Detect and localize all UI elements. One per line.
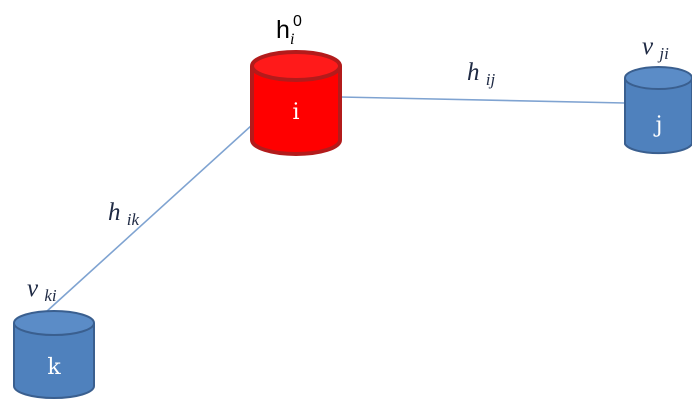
node-j-top [624, 66, 692, 90]
node-i-body [250, 66, 342, 156]
label-v-ki-sub: ki [44, 286, 57, 305]
node-i-label: i [292, 100, 299, 125]
label-h-i-0-base: h [276, 16, 290, 44]
label-v-ki-base: v [27, 275, 39, 302]
label-h-i-0-sub: i [290, 31, 294, 48]
node-j-label: j [653, 113, 663, 138]
edge-i-k [45, 124, 253, 313]
label-v-ji-base: v [642, 33, 654, 60]
label-h-i-0: h i 0 [276, 13, 302, 50]
edge-label-h-ij: h ij [467, 59, 495, 89]
node-i: i [250, 50, 342, 156]
edge-label-h-ij-sub: ij [486, 70, 496, 89]
node-i-top [250, 50, 342, 82]
node-j-body [624, 78, 692, 155]
edge-label-h-ij-base: h [467, 59, 480, 86]
edge-label-h-ik-sub: ik [127, 210, 140, 229]
node-k-label: k [47, 355, 61, 380]
node-j: j [624, 66, 692, 155]
edge-label-h-ik-base: h [108, 199, 121, 226]
label-v-ji-sub: ji [657, 44, 669, 63]
label-h-i-0-sup: 0 [293, 13, 302, 30]
node-k: k [13, 310, 95, 399]
node-k-top [13, 310, 95, 336]
edge-i-j [339, 96, 626, 104]
label-v-ki: v ki [27, 275, 57, 305]
node-k-body [13, 323, 95, 399]
edge-label-h-ik: h ik [108, 199, 139, 229]
label-v-ji: v ji [642, 33, 669, 63]
